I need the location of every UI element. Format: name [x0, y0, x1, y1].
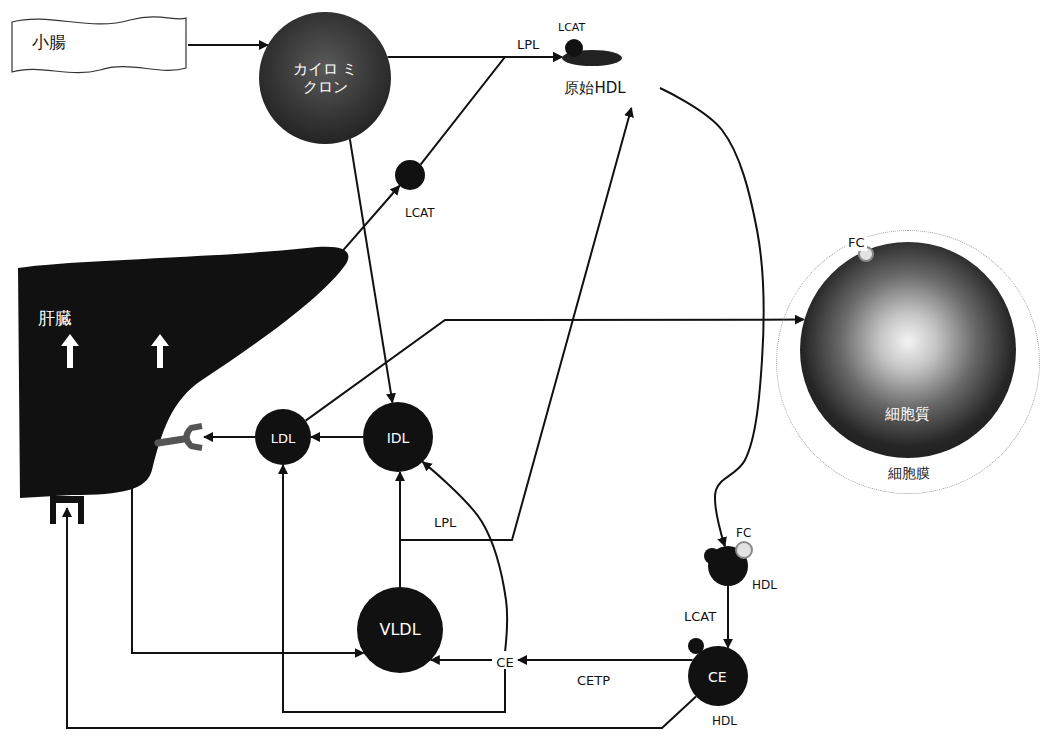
drawing-part	[187, 426, 203, 448]
lipoprotein-particle: VLDL	[357, 587, 443, 673]
node-text: IDL	[387, 430, 410, 447]
drawing-part	[395, 160, 425, 190]
connector	[188, 44, 268, 46]
text-holder: LCAT	[405, 202, 435, 221]
connector	[431, 659, 492, 661]
text-holder: CETP	[575, 670, 612, 689]
drawing-part	[12, 17, 186, 73]
node-text: カイロ ミクロン	[291, 60, 359, 96]
node-text: LDL	[271, 431, 296, 447]
drawing-part	[50, 496, 84, 503]
organ-shape: 肝臓	[12, 240, 367, 498]
drawing-part	[158, 439, 184, 443]
cytoplasm: 細胞質	[800, 242, 1016, 458]
enzyme: LCAT	[393, 158, 447, 224]
text-holder: LPL	[432, 512, 458, 531]
node-text: CE	[708, 669, 727, 686]
drawing-part	[78, 502, 84, 524]
drawing-part	[151, 334, 169, 368]
node-text: LCAT	[558, 21, 585, 34]
node-text: LCAT	[405, 206, 435, 220]
drawing-part	[61, 334, 79, 368]
molecule-label: FC	[846, 235, 867, 251]
node-text: FC	[736, 526, 751, 540]
cell-membrane: 細胞膜細胞質	[776, 230, 1040, 494]
drawing-part	[688, 646, 748, 706]
node-text: 肝臓	[38, 308, 72, 328]
node-text: 原始HDL	[564, 79, 625, 97]
enzyme-label: LCAT	[682, 609, 718, 625]
node-text: VLDL	[379, 620, 420, 639]
drawing-part	[736, 542, 752, 558]
text-holder: HDL	[712, 710, 737, 729]
connector	[727, 586, 729, 648]
enzyme-label: CETP	[575, 673, 612, 689]
enzyme-label: LPL	[432, 515, 458, 531]
node-text: 細胞質	[885, 405, 930, 423]
node-text: CE	[496, 655, 513, 671]
lipoprotein-particle: IDL	[363, 402, 433, 472]
text-holder: HDL	[752, 574, 777, 593]
connector	[283, 465, 505, 712]
text-holder: 小腸	[32, 32, 66, 52]
connector	[132, 482, 364, 653]
lipoprotein-particle: カイロ ミクロン	[259, 12, 391, 144]
text-holder: 細胞質	[800, 404, 1016, 423]
lipoprotein-particle: LDL	[255, 409, 311, 465]
connector	[204, 436, 255, 438]
connector	[660, 88, 764, 546]
text-holder: LCAT	[682, 606, 718, 625]
hdl-particle: CE HDL	[680, 644, 760, 730]
text-holder: 肝臓	[38, 308, 72, 328]
drawing-part	[18, 247, 348, 498]
connector	[518, 659, 693, 661]
text-holder: LDL	[255, 428, 311, 447]
node-outline	[800, 242, 1016, 458]
text-holder: FC	[846, 232, 867, 251]
connector	[421, 57, 562, 165]
node-outline	[12, 240, 367, 498]
text-holder: カイロ ミクロン	[259, 60, 391, 96]
hdl-particle: LCAT 原始HDL	[530, 8, 660, 108]
connector	[67, 508, 696, 728]
node-text: HDL	[752, 578, 777, 592]
node-text: 細胞膜	[888, 465, 930, 482]
node-text: HDL	[712, 714, 737, 728]
connector	[400, 108, 631, 587]
text-holder: VLDL	[357, 620, 443, 639]
connector	[340, 186, 399, 254]
enzyme-label: LPL	[515, 37, 541, 53]
text-holder: IDL	[363, 428, 433, 447]
molecule-label-box: CE	[492, 651, 518, 669]
hdl-particle: FC HDL	[700, 518, 788, 598]
node-text: 小腸	[32, 32, 66, 52]
drawing-part	[50, 502, 56, 524]
text-holder: LPL	[515, 34, 541, 53]
text-holder: CE	[492, 652, 518, 671]
drawing-part	[565, 39, 583, 57]
organ-banner: 小腸	[10, 12, 188, 78]
text-holder: CE	[708, 667, 727, 686]
text-holder: 原始HDL	[530, 78, 660, 97]
text-holder: FC	[736, 522, 751, 541]
text-holder: 細胞膜	[888, 463, 930, 482]
connector	[311, 436, 363, 438]
text-holder: LCAT	[558, 16, 585, 35]
